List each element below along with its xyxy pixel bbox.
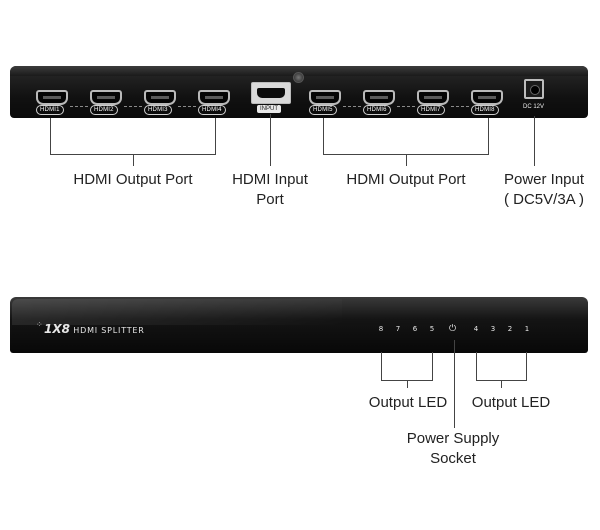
callout-power-input-line2: ( DC5V/3A ) <box>503 191 585 208</box>
callout-hdmi-output-left: HDMI Output Port <box>73 171 193 188</box>
led-6: 6 <box>412 325 418 333</box>
bracket-line <box>476 352 477 380</box>
bracket-line <box>501 380 502 388</box>
led-3: 3 <box>490 325 496 333</box>
callout-hdmi-input-line1: HDMI Input <box>232 171 308 188</box>
logo-sparkle-icon: ⁘ <box>36 320 43 329</box>
hdmi-port-1 <box>36 90 68 105</box>
pointer-line <box>270 114 271 166</box>
port-label-hdmi6: HDMI6 <box>363 105 391 115</box>
hdmi-port-3 <box>144 90 176 105</box>
bracket-line <box>50 118 51 154</box>
bracket-line <box>215 118 216 154</box>
rear-panel-top-edge <box>10 66 588 76</box>
bracket-line <box>488 118 489 154</box>
bracket-line <box>407 380 408 388</box>
brand-model: 1X8 <box>44 322 70 336</box>
port-label-hdmi3: HDMI3 <box>144 105 172 115</box>
input-port-label: INPUT <box>257 105 281 113</box>
hdmi-port-2 <box>90 90 122 105</box>
callout-power-input-line1: Power Input <box>503 171 585 188</box>
callout-power-supply-line1: Power Supply <box>406 430 500 447</box>
label-divider <box>343 106 361 109</box>
label-divider <box>70 106 88 109</box>
label-divider <box>178 106 196 109</box>
hdmi-port-8 <box>471 90 503 105</box>
bracket-line <box>526 352 527 380</box>
hdmi-port-5 <box>309 90 341 105</box>
hdmi-port-7 <box>417 90 449 105</box>
hdmi-input-port <box>251 82 291 104</box>
callout-hdmi-input-line2: Port <box>256 191 284 208</box>
port-label-hdmi2: HDMI2 <box>90 105 118 115</box>
label-divider <box>397 106 415 109</box>
port-label-hdmi1: HDMI1 <box>36 105 64 115</box>
brand-logo: 1X8 HDMI SPLITTER <box>44 322 145 336</box>
led-1: 1 <box>524 325 530 333</box>
bracket-line <box>406 154 407 166</box>
brand-text: HDMI SPLITTER <box>73 326 145 335</box>
front-panel <box>10 297 588 353</box>
led-5: 5 <box>429 325 435 333</box>
port-label-hdmi7: HDMI7 <box>417 105 445 115</box>
callout-power-supply-line2: Socket <box>430 450 476 467</box>
label-divider <box>451 106 469 109</box>
power-jack-label: DC 12V <box>523 104 545 110</box>
bracket-line <box>133 154 134 166</box>
hdmi-port-6 <box>363 90 395 105</box>
led-7: 7 <box>395 325 401 333</box>
hdmi-port-4 <box>198 90 230 105</box>
screw-icon <box>293 72 304 83</box>
power-icon: ⏻ <box>449 323 457 333</box>
pointer-line <box>534 116 535 166</box>
port-label-hdmi8: HDMI8 <box>471 105 499 115</box>
label-divider <box>124 106 142 109</box>
port-label-hdmi5: HDMI5 <box>309 105 337 115</box>
callout-output-led-right: Output LED <box>471 394 551 411</box>
bracket-line <box>323 118 324 154</box>
callout-output-led-left: Output LED <box>368 394 448 411</box>
led-8: 8 <box>378 325 384 333</box>
pointer-line <box>454 340 455 428</box>
bracket-line <box>381 352 382 380</box>
led-4: 4 <box>473 325 479 333</box>
power-jack <box>524 79 544 99</box>
front-panel-highlight <box>12 299 342 325</box>
led-2: 2 <box>507 325 513 333</box>
port-label-hdmi4: HDMI4 <box>198 105 226 115</box>
bracket-line <box>432 352 433 380</box>
callout-hdmi-output-right: HDMI Output Port <box>346 171 466 188</box>
